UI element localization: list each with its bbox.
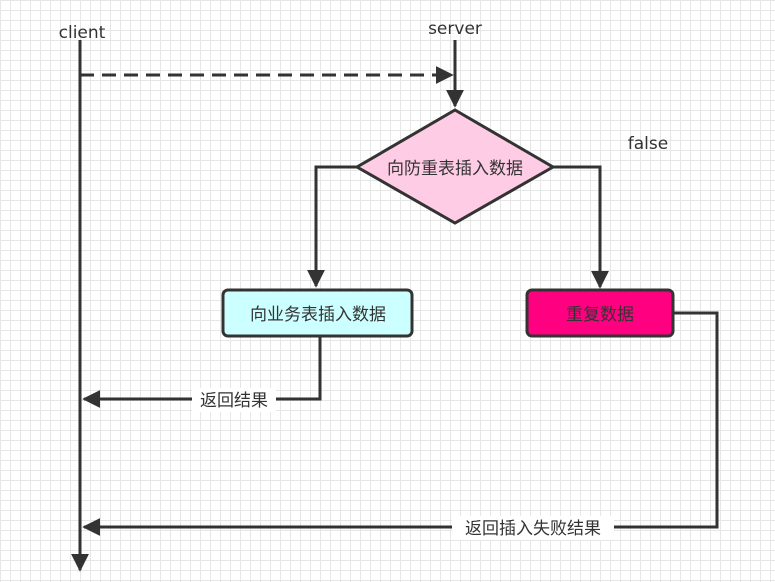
return-fail-arrow [82, 311, 719, 536]
return-result-label-bg [192, 388, 276, 412]
return-result-arrow [82, 336, 322, 408]
return-fail-label-bg [452, 516, 614, 540]
decision-text: 向防重表插入数据 [387, 159, 523, 179]
return-result-label: 返回结果 [200, 391, 268, 411]
business-insert-box [221, 288, 414, 338]
return-fail-label: 返回插入失败结果 [465, 519, 601, 539]
branch-true-arrow [307, 165, 357, 288]
branch-false-arrow [553, 165, 609, 289]
false-label: false [628, 134, 668, 154]
decision-diamond [353, 108, 557, 225]
business-insert-text: 向业务表插入数据 [250, 305, 386, 325]
server-label: server [428, 19, 482, 39]
duplicate-text: 重复数据 [566, 305, 634, 325]
client-label: client [59, 23, 106, 43]
